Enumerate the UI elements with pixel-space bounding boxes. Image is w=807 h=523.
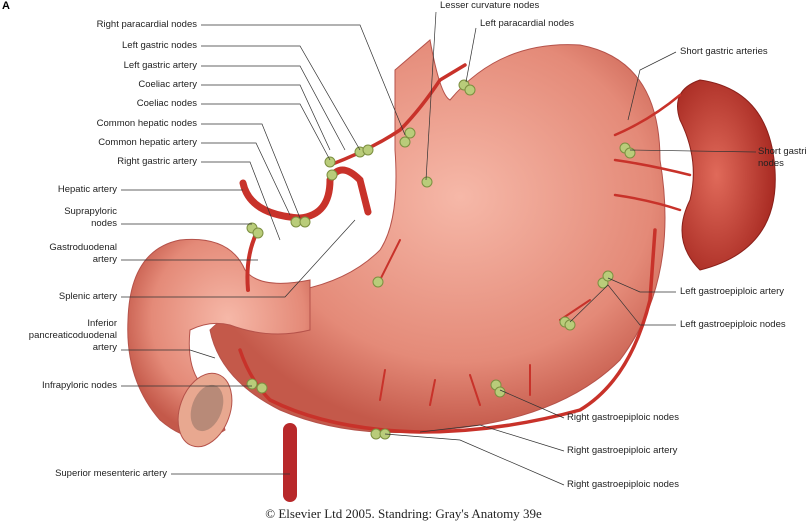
label-line: nodes [758,158,784,169]
label-line: Short gastric [758,146,807,157]
label-short-gastric-arteries: Short gastric arteries [680,46,768,57]
lymph-nodes [246,79,636,440]
label-left-gastric-nodes: Left gastric nodes [122,40,197,51]
panel-letter: A [2,0,10,12]
spleen [677,79,776,271]
label-left-gastroepiploic-nodes: Left gastroepiploic nodes [680,319,786,330]
label-line: Suprapyloric [64,206,117,217]
label-right-gastroepiploic-nodes-lower: Right gastroepiploic nodes [567,479,679,490]
leader-lines [121,11,757,486]
label-left-gastric-artery: Left gastric artery [123,60,197,71]
label-infrapyloric-nodes: Infrapyloric nodes [42,380,117,391]
label-line: nodes [91,218,117,229]
label-superior-mesenteric-artery: Superior mesenteric artery [55,468,167,479]
label-line: artery [92,254,117,265]
stomach [209,39,666,433]
label-common-hepatic-artery: Common hepatic artery [98,137,197,148]
label-right-paracardial-nodes: Right paracardial nodes [96,19,197,30]
label-coeliac-nodes: Coeliac nodes [136,98,197,109]
label-line: Gastroduodenal [49,242,117,253]
label-right-gastric-artery: Right gastric artery [117,156,197,167]
label-left-paracardial-nodes: Left paracardial nodes [480,18,575,29]
label-common-hepatic-nodes: Common hepatic nodes [96,118,197,129]
label-coeliac-artery: Coeliac artery [138,79,197,90]
label-line: pancreaticoduodenal [28,330,117,341]
label-right-gastroepiploic-artery: Right gastroepiploic artery [567,445,678,456]
label-hepatic-artery: Hepatic artery [57,184,117,195]
label-line: Inferior [87,318,117,329]
duodenum [127,238,311,439]
label-left-gastroepiploic-artery: Left gastroepiploic artery [680,286,785,297]
label-line: artery [92,342,117,353]
label-lesser-curvature-nodes: Lesser curvature nodes [440,0,540,11]
label-right-gastroepiploic-nodes-upper: Right gastroepiploic nodes [567,412,679,423]
label-splenic-artery: Splenic artery [58,291,117,302]
copyright-credit: © Elsevier Ltd 2005. Standring: Gray's A… [265,506,542,521]
